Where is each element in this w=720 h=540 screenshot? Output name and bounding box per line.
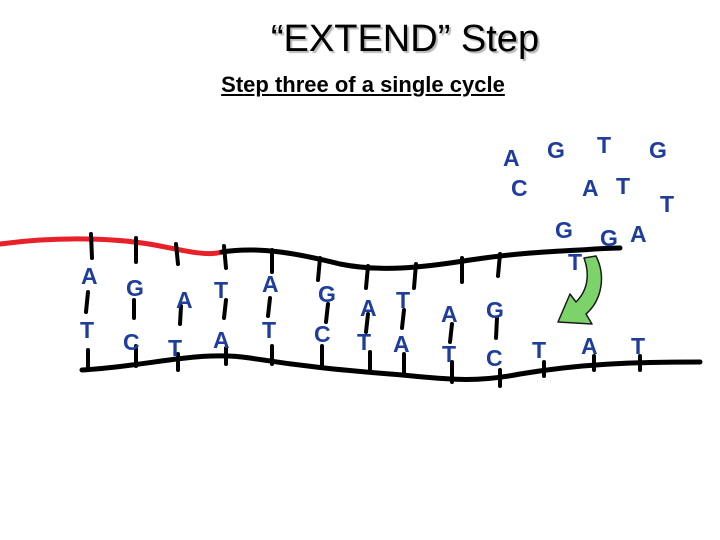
template-bottom-bases: T C T A T C T A T C T A T — [80, 317, 645, 371]
free-base-label: G — [547, 137, 565, 163]
base-label: A — [441, 301, 458, 327]
base-label: C — [123, 329, 140, 355]
base-label: C — [314, 321, 331, 347]
base-label: A — [393, 331, 410, 357]
template-top-bases: A G A T A G A T A G — [81, 263, 504, 327]
free-base-label: T — [597, 132, 611, 158]
free-base-label: A — [630, 221, 647, 247]
free-base-label: G — [649, 137, 667, 163]
base-label: G — [318, 281, 336, 307]
free-base-label: T — [568, 249, 582, 275]
base-label: T — [214, 277, 228, 303]
base-label: G — [486, 297, 504, 323]
free-base-label: A — [582, 175, 599, 201]
base-label: A — [81, 263, 98, 289]
base-label: T — [442, 341, 456, 367]
base-label: C — [486, 345, 503, 371]
base-label: A — [581, 333, 598, 359]
top-strand-ticks — [89, 232, 502, 290]
slide-subtitle: Step three of a single cycle — [221, 72, 505, 97]
free-nucleotides: A G T G C A T T G G A T — [503, 132, 674, 275]
base-label: T — [80, 317, 94, 343]
base-label: A — [262, 271, 279, 297]
base-label: T — [168, 335, 182, 361]
top-strand — [219, 245, 623, 271]
top-strand-mid-ticks — [84, 290, 499, 344]
free-base-label: C — [511, 175, 528, 201]
base-label: T — [262, 317, 276, 343]
free-base-label: T — [660, 191, 674, 217]
base-label: G — [126, 275, 144, 301]
free-base-label: A — [503, 145, 520, 171]
bottom-strand — [79, 353, 703, 382]
base-label: A — [360, 295, 377, 321]
base-label: T — [532, 337, 546, 363]
curved-arrow-icon — [557, 255, 603, 325]
free-base-label: G — [555, 217, 573, 243]
base-label: T — [631, 333, 645, 359]
free-base-label: G — [600, 225, 618, 251]
base-label: T — [357, 329, 371, 355]
base-label: T — [396, 287, 410, 313]
top-strand-primer — [0, 236, 225, 257]
base-label: A — [213, 327, 230, 353]
slide-title: “EXTEND” Step — [270, 18, 540, 60]
free-base-label: T — [616, 173, 630, 199]
bottom-strand-ticks — [86, 344, 642, 388]
base-label: A — [176, 287, 193, 313]
